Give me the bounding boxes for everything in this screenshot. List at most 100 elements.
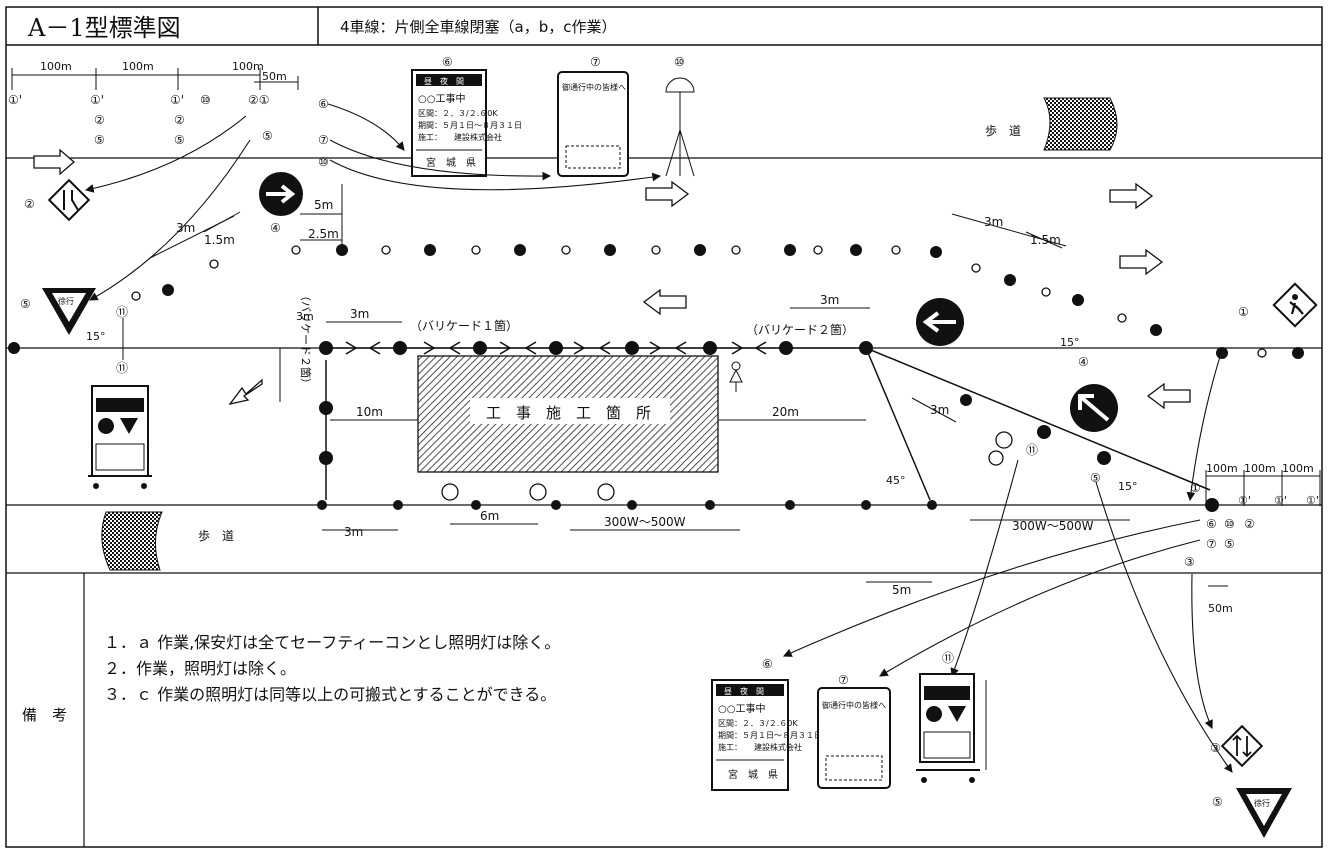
marker-1-br: ①	[1190, 481, 1201, 495]
marker-3-br: ③	[1184, 555, 1195, 569]
legend-detour-text: 御通行中の皆様へ	[822, 700, 886, 710]
legend-marker-7: ⑦	[838, 673, 849, 687]
marker-2-sign: ②	[24, 197, 35, 211]
yield-text-bottom: 徐行	[1254, 798, 1270, 808]
flow-arrow-icon	[33, 148, 75, 176]
marker-1prime-br-a: ①'	[1238, 494, 1251, 507]
keep-right-sign-icon	[259, 172, 303, 216]
detour-board: 御通行中の皆様へ	[557, 71, 629, 177]
angle-15-right: 15°	[1060, 336, 1080, 349]
light-power-right: 300W～500W	[1012, 519, 1094, 533]
barricade1-label: （バリケード１箇）	[410, 319, 518, 333]
dist-100m-1: 100m	[40, 60, 72, 73]
page-subtitle: 4車線：片側全車線閉塞（a，b，c作業）	[340, 18, 617, 36]
angle-45: 45°	[886, 474, 906, 487]
marker-7-leader: ⑦	[318, 133, 329, 147]
keep-left-diagonal-sign-icon	[1070, 384, 1118, 432]
marker-6-top: ⑥	[442, 55, 453, 69]
legend-signboard-line2: 期間：５月１日～８月３１日	[718, 731, 822, 740]
flagman-icon	[729, 361, 743, 392]
yield-sign-bottom-icon: 徐行	[1236, 788, 1292, 838]
legend-marker-3: ③	[1210, 741, 1221, 755]
legend-signboard: 昼 夜 間 ○○工事中 区間：２．３/２.６0K 期間：５月１日～８月３１日 施…	[711, 679, 822, 791]
dist-br-50m: 50m	[1208, 602, 1233, 615]
offset-2.5m: 2.5m	[308, 227, 339, 241]
lane-reduction-sign-icon	[47, 178, 91, 222]
dist-100m-2: 100m	[122, 60, 154, 73]
flow-arrow-icon	[228, 378, 263, 406]
marker-1prime-a: ①'	[8, 93, 22, 107]
legend-signboard-line3: 施工： 建設株式会社	[718, 742, 802, 752]
legend-signboard-heading: ○○工事中	[718, 702, 765, 715]
signboard-line1: 区間：２．３/２.６0K	[418, 109, 498, 118]
marker-10-top: ⑩	[200, 93, 211, 107]
legend-signboard-footer: 宮 城 県	[728, 768, 778, 781]
offset-3m-barricade-right: 3m	[820, 293, 839, 307]
marker-5-yield: ⑤	[20, 297, 31, 311]
sidewalk-label-bottom: 歩 道	[198, 528, 234, 543]
dist-br-100m-2: 100m	[1244, 462, 1276, 475]
top-distance-ruler: 100m 100m 100m 50m	[11, 60, 299, 90]
offset-5m: 5m	[314, 198, 333, 212]
offset-1.5m-right: 1.5m	[1030, 233, 1061, 247]
keep-left-sign-icon	[916, 298, 964, 346]
marker-10-br: ⑩	[1224, 517, 1235, 531]
marker-4-top: ④	[270, 221, 281, 235]
legend-arrow-board	[916, 673, 987, 783]
marker-2-1-top: ②①	[248, 93, 270, 107]
dist-100m-3: 100m	[232, 60, 264, 73]
legend-signboard-top: 昼 夜 間	[724, 686, 764, 696]
marker-2-left: ②	[94, 113, 105, 127]
safety-light-row-bottom	[317, 498, 1219, 512]
dist-br-100m-1: 100m	[1206, 462, 1238, 475]
barricade2-vertical: （バリケード２箇）	[299, 290, 313, 389]
yield-text-left: 徐行	[58, 296, 74, 306]
offset-3m-vertical: 3m	[296, 310, 314, 323]
flow-arrow-icon	[642, 288, 687, 316]
note-1: １．ａ 作業,保安灯は全てセーフティーコンとし照明灯は除く。	[104, 633, 560, 652]
dist-br-100m-3: 100m	[1282, 462, 1314, 475]
sidewalk-label-top: 歩 道	[985, 123, 1021, 138]
marker-6-br: ⑥	[1206, 517, 1217, 531]
offset-3m-left: 3m	[176, 221, 195, 235]
marker-11-diag: ⑪	[1026, 443, 1038, 457]
marker-4-right: ④	[1078, 355, 1089, 369]
offset-3m-diag: 3m	[930, 403, 949, 417]
offset-5m-bottom: 5m	[892, 583, 911, 597]
notes-label: 備 考	[22, 706, 67, 724]
marker-1-right: ①	[1238, 305, 1249, 319]
flow-arrow-icon	[645, 180, 690, 208]
signboard-line3: 施工： 建設株式会社	[418, 132, 502, 142]
dist-50m: 50m	[262, 70, 287, 83]
marker-1prime-br-c: ①'	[1306, 494, 1319, 507]
note-2: ２．作業，照明灯は除く。	[104, 659, 296, 678]
construction-signboard: 昼 夜 間 ○○工事中 区間：２．３/２.６0K 期間：５月１日～８月３１日 施…	[411, 69, 522, 177]
flow-arrow-icon	[1119, 248, 1164, 276]
legend-signboard-line1: 区間：２．３/２.６0K	[718, 719, 798, 728]
safety-light-row-top	[8, 244, 1304, 359]
barricade-row	[325, 341, 1211, 501]
offset-6m: 6m	[480, 509, 499, 523]
marker-6-leader: ⑥	[318, 97, 329, 111]
two-way-traffic-sign-icon	[1220, 724, 1264, 768]
yield-sign-icon: 徐行	[42, 288, 96, 335]
floodlights	[441, 431, 1013, 501]
angle-15-left: 15°	[86, 330, 106, 343]
marker-10-leader: ⑩	[318, 155, 329, 169]
marker-5-left-b: ⑤	[174, 133, 185, 147]
tripod-warning-light-icon	[665, 77, 695, 177]
work-zone-label: 工 事 施 工 箇 所	[486, 404, 651, 422]
legend-marker-5: ⑤	[1212, 795, 1223, 809]
legend-marker-6: ⑥	[762, 657, 773, 671]
marker-1prime-br-b: ①'	[1274, 494, 1287, 507]
arrow-board-unit	[88, 385, 152, 489]
offset-10m: 10m	[356, 405, 383, 419]
offset-3m-bottom: 3m	[344, 525, 363, 539]
offset-20m: 20m	[772, 405, 799, 419]
barricade2-label: （バリケード２箇）	[746, 323, 854, 337]
marker-10-light: ⑩	[674, 55, 685, 69]
bottom-right-ruler	[1205, 470, 1321, 506]
marker-5-circle: ⑤	[262, 129, 273, 143]
